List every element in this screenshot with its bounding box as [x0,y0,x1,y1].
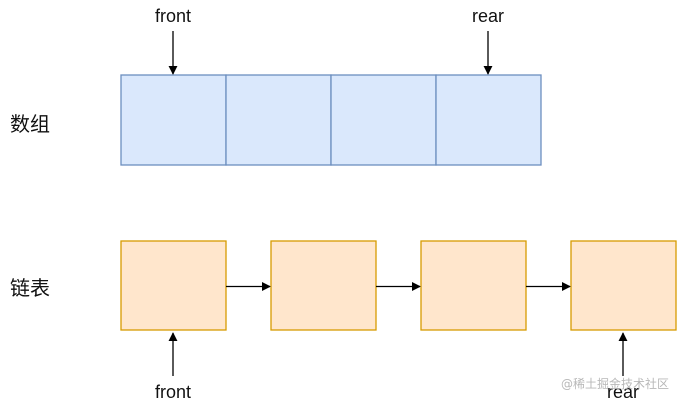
list-node [120,240,227,331]
array-label: 数组 [10,112,50,136]
list-node [570,240,677,331]
list-node [270,240,377,331]
list-nodes [120,240,677,331]
array-cell [435,74,542,166]
array-cell [330,74,437,166]
list-node [420,240,527,331]
array-cells [120,74,542,166]
array-rear-label: rear [472,6,504,26]
linked-list-section: 链表 front rear [10,240,677,402]
linked-list-label: 链表 [10,276,50,300]
watermark-text: @稀土掘金技术社区 [561,376,669,391]
array-front-label: front [155,6,191,26]
array-cell [225,74,332,166]
array-section: 数组 front rear [10,6,542,166]
array-cell [120,74,227,166]
list-front-label: front [155,382,191,402]
list-rear-label: rear [607,382,639,402]
